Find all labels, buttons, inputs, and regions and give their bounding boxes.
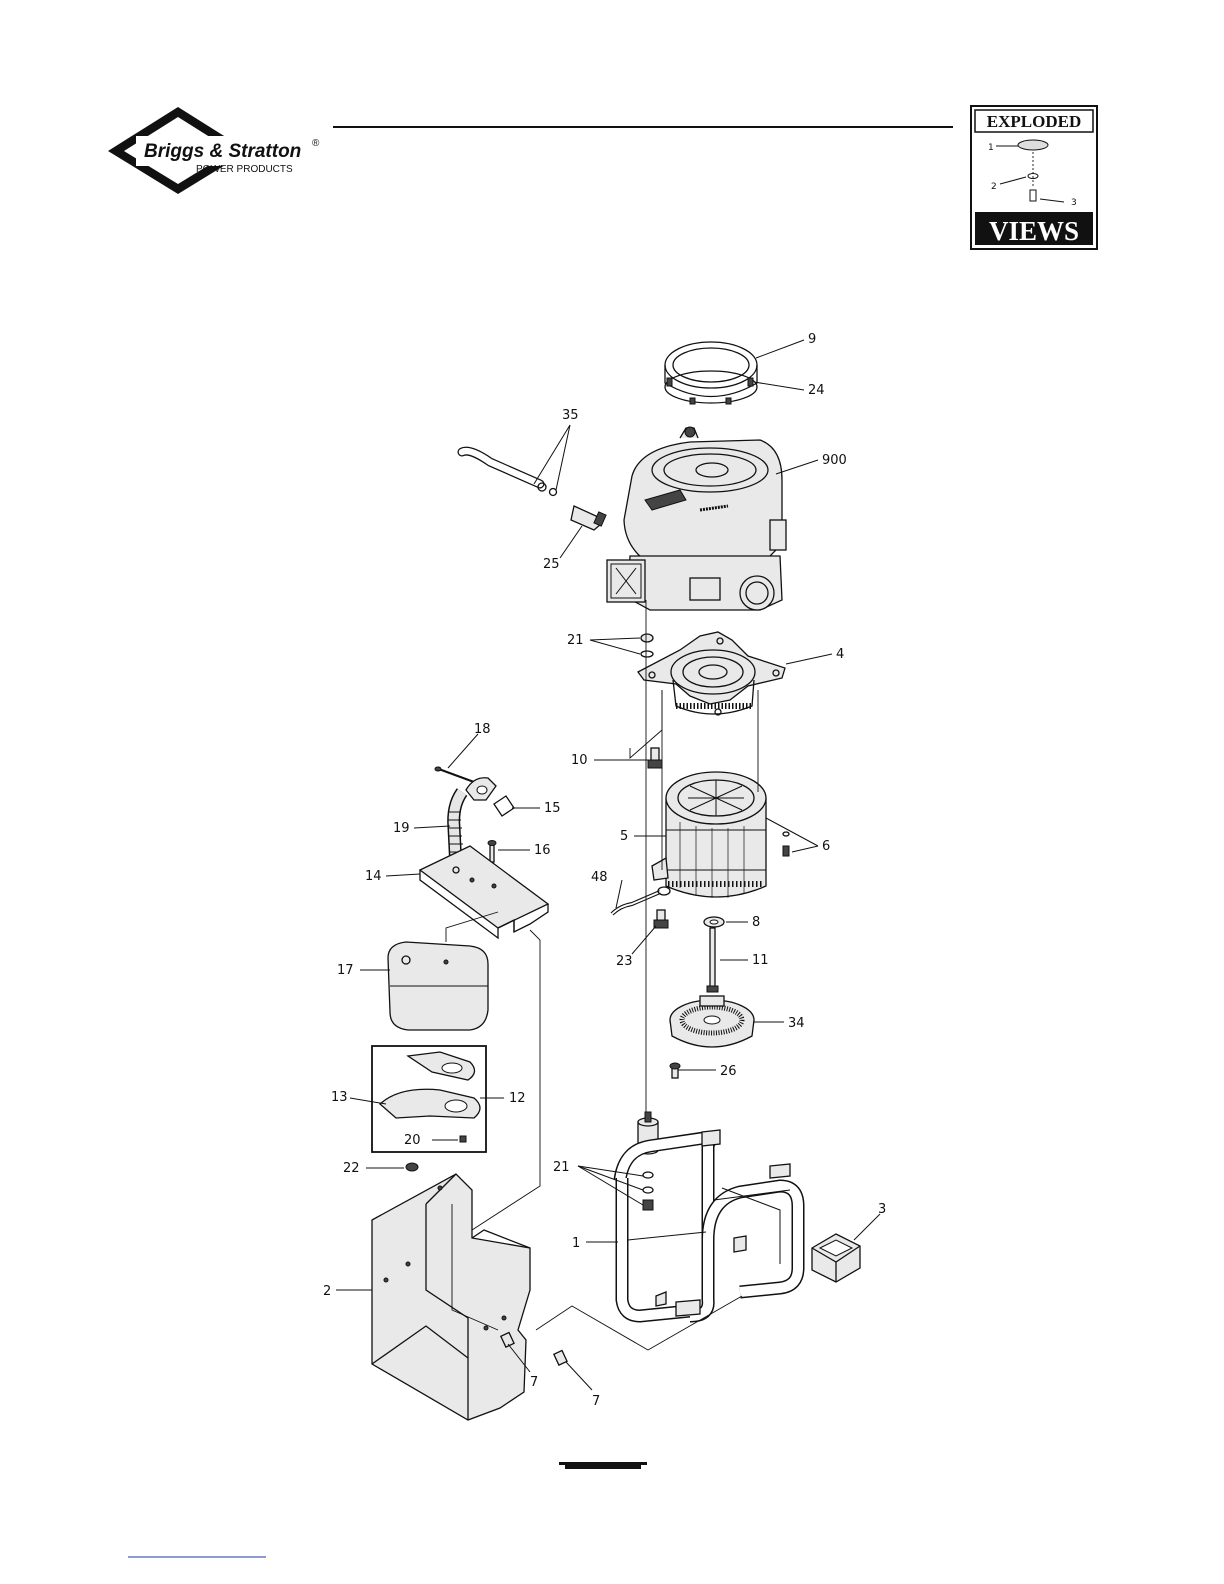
badge-callout-3: 3 <box>1071 198 1077 208</box>
brand-subline: POWER PRODUCTS <box>196 164 293 175</box>
callout-13: 13 <box>331 1090 348 1105</box>
bolt-part-10 <box>648 748 662 768</box>
isolator-mount-part <box>638 1112 658 1210</box>
footer-bar <box>559 1462 647 1465</box>
through-bolt-part <box>707 928 718 992</box>
brand-logo: Briggs & Stratton ® POWER PRODUCTS <box>108 107 320 194</box>
intake-ring-part <box>665 342 757 404</box>
tubular-frame-part <box>620 1130 798 1316</box>
badge-callout-2: 2 <box>991 182 997 192</box>
callout-21-top: 21 <box>567 633 584 648</box>
adapter-plate-part <box>638 632 785 715</box>
callout-35: 35 <box>562 408 579 423</box>
exploded-views-badge: EXPLODED VIEWS 1 2 3 <box>971 106 1097 249</box>
top-nut-washer-part <box>641 634 653 657</box>
rubber-foot-part <box>812 1234 860 1282</box>
washer-part-8 <box>704 917 724 927</box>
callout-25: 25 <box>543 557 560 572</box>
callout-2: 2 <box>323 1284 331 1299</box>
callout-12: 12 <box>509 1091 526 1106</box>
bolt-part-23 <box>654 910 668 928</box>
callout-34: 34 <box>788 1016 805 1031</box>
small-screws-part <box>783 832 789 856</box>
footer-bar-lower <box>565 1465 641 1469</box>
badge-title-bottom: VIEWS <box>989 216 1079 246</box>
brand-name: Briggs & Stratton <box>144 141 301 162</box>
callout-22: 22 <box>343 1161 360 1176</box>
callout-900: 900 <box>822 453 847 468</box>
callout-16: 16 <box>534 843 551 858</box>
callout-1: 1 <box>572 1236 580 1251</box>
callout-20: 20 <box>404 1133 421 1148</box>
callout-5: 5 <box>620 829 628 844</box>
callout-7-left: 7 <box>530 1375 538 1390</box>
badge-part-bolt-icon <box>1030 190 1036 201</box>
callout-15: 15 <box>544 801 561 816</box>
callout-11: 11 <box>752 953 769 968</box>
badge-callout-1: 1 <box>988 143 994 153</box>
muffler-bracket-part <box>420 846 548 938</box>
fuel-hose-part <box>462 451 557 495</box>
callout-4: 4 <box>836 647 844 662</box>
nut-part-22 <box>406 1163 418 1171</box>
callout-9: 9 <box>808 332 816 347</box>
callout-10: 10 <box>571 753 588 768</box>
callout-14: 14 <box>365 869 382 884</box>
fuel-fitting-part <box>571 506 606 530</box>
callout-24: 24 <box>808 383 825 398</box>
muffler-part <box>388 942 488 1030</box>
side-panel-part <box>372 1174 530 1420</box>
callout-17: 17 <box>337 963 354 978</box>
callout-26: 26 <box>720 1064 737 1079</box>
generator-stator-part <box>652 772 766 898</box>
callout-23: 23 <box>616 954 633 969</box>
gasket-kit-part <box>372 1046 486 1152</box>
callout-48: 48 <box>591 870 608 885</box>
callout-8: 8 <box>752 915 760 930</box>
badge-part-cap-icon <box>1018 140 1048 150</box>
callout-18: 18 <box>474 722 491 737</box>
end-cover-part <box>670 996 754 1047</box>
engine-part <box>607 427 786 610</box>
page-footer <box>128 1462 647 1557</box>
badge-title-top: EXPLODED <box>987 112 1081 131</box>
callout-21-bottom: 21 <box>553 1160 570 1175</box>
registered-mark: ® <box>312 138 320 149</box>
callout-19: 19 <box>393 821 410 836</box>
callout-3: 3 <box>878 1202 886 1217</box>
callout-6: 6 <box>822 839 830 854</box>
callout-7-right: 7 <box>592 1394 600 1409</box>
